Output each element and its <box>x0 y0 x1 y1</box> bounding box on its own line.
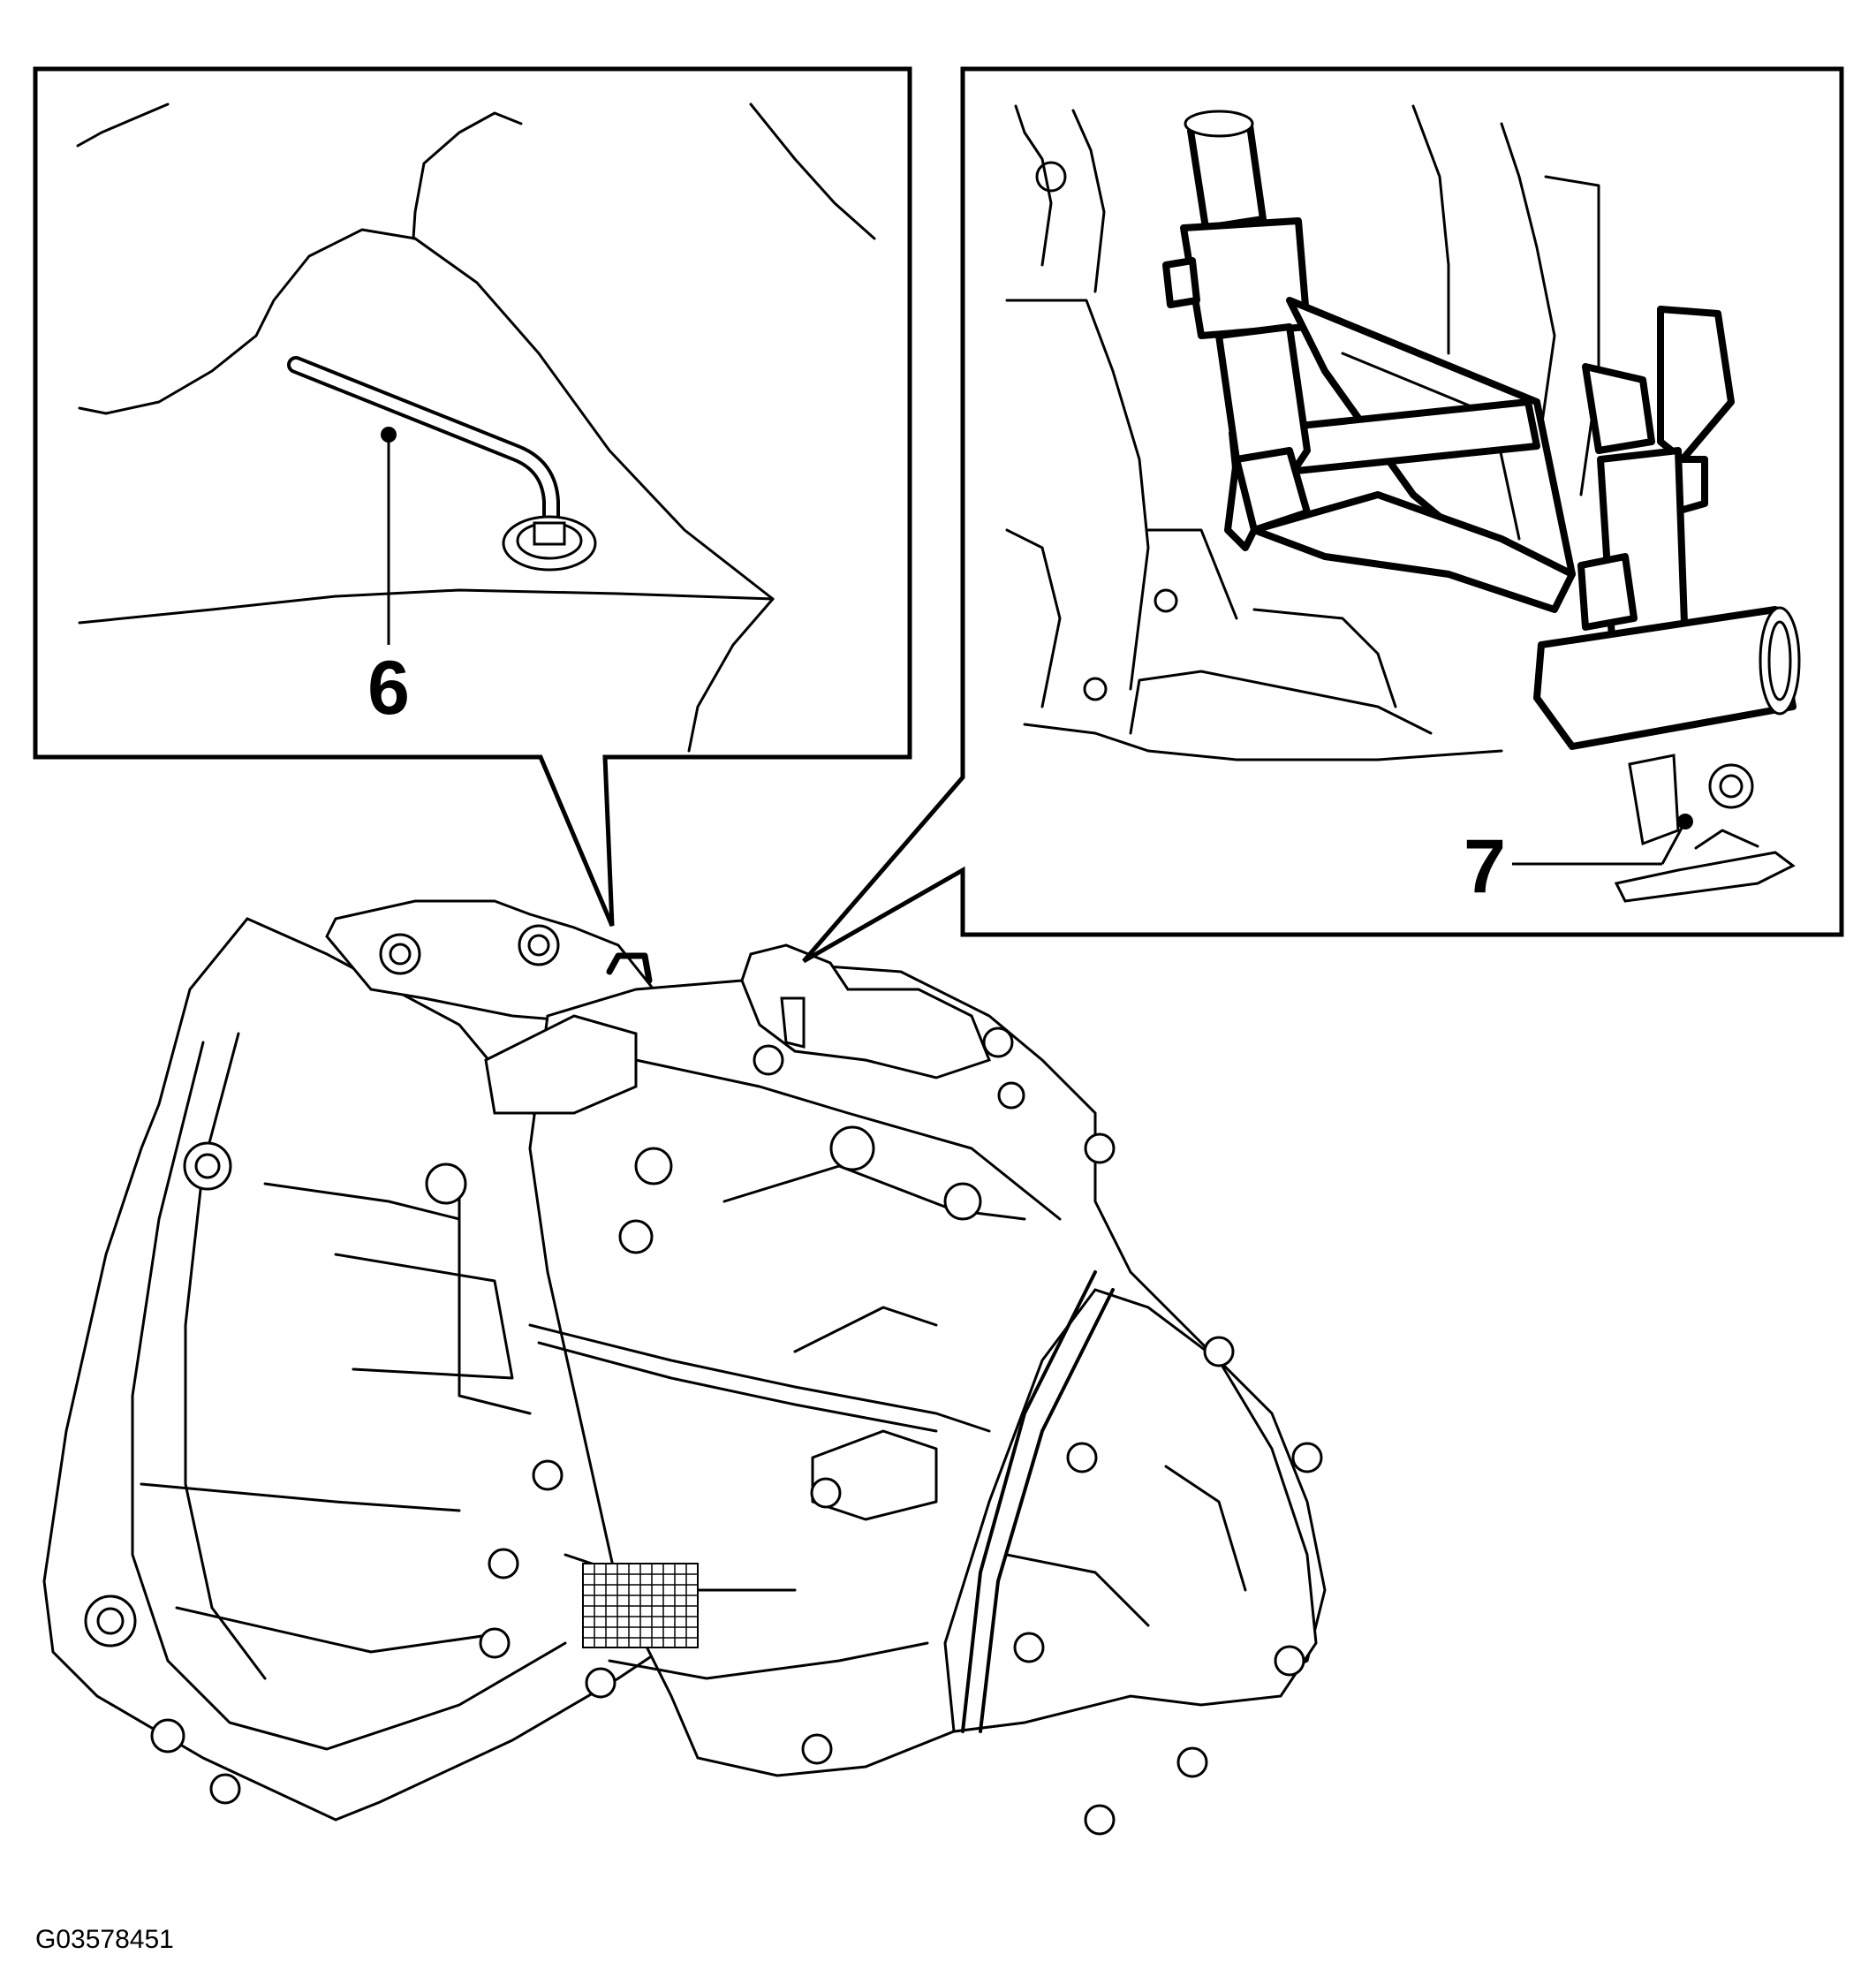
inset-frame-left <box>33 66 912 927</box>
support-tool-icon <box>1162 110 1801 903</box>
bolts <box>84 924 1323 1836</box>
inset-breather-hose: 6 <box>33 66 912 927</box>
gearbox-drawing <box>42 899 1327 1822</box>
callout-6-label: 6 <box>367 646 410 731</box>
callout-7-label: 7 <box>1464 824 1506 909</box>
breather-hose-icon <box>287 356 597 572</box>
breather-hose-stub <box>606 952 653 984</box>
figure-id: G03578451 <box>35 1925 174 1954</box>
bell-housing-rim <box>131 1041 567 1751</box>
top-flange <box>325 899 656 1026</box>
end-cover <box>943 1288 1318 1733</box>
grille <box>582 1563 699 1648</box>
inset-support-tool: 7 <box>802 66 1844 964</box>
